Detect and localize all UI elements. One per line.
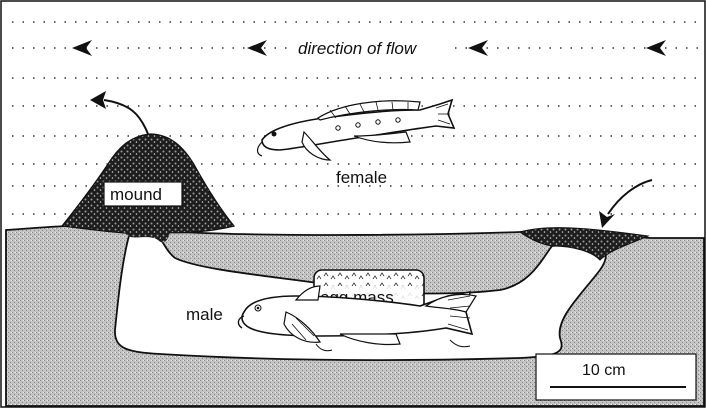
flow-label: direction of flow bbox=[298, 39, 418, 58]
female-label: female bbox=[336, 168, 387, 187]
male-label: male bbox=[186, 305, 223, 324]
mound-label: mound bbox=[110, 185, 162, 204]
scale-label: 10 cm bbox=[582, 362, 626, 379]
